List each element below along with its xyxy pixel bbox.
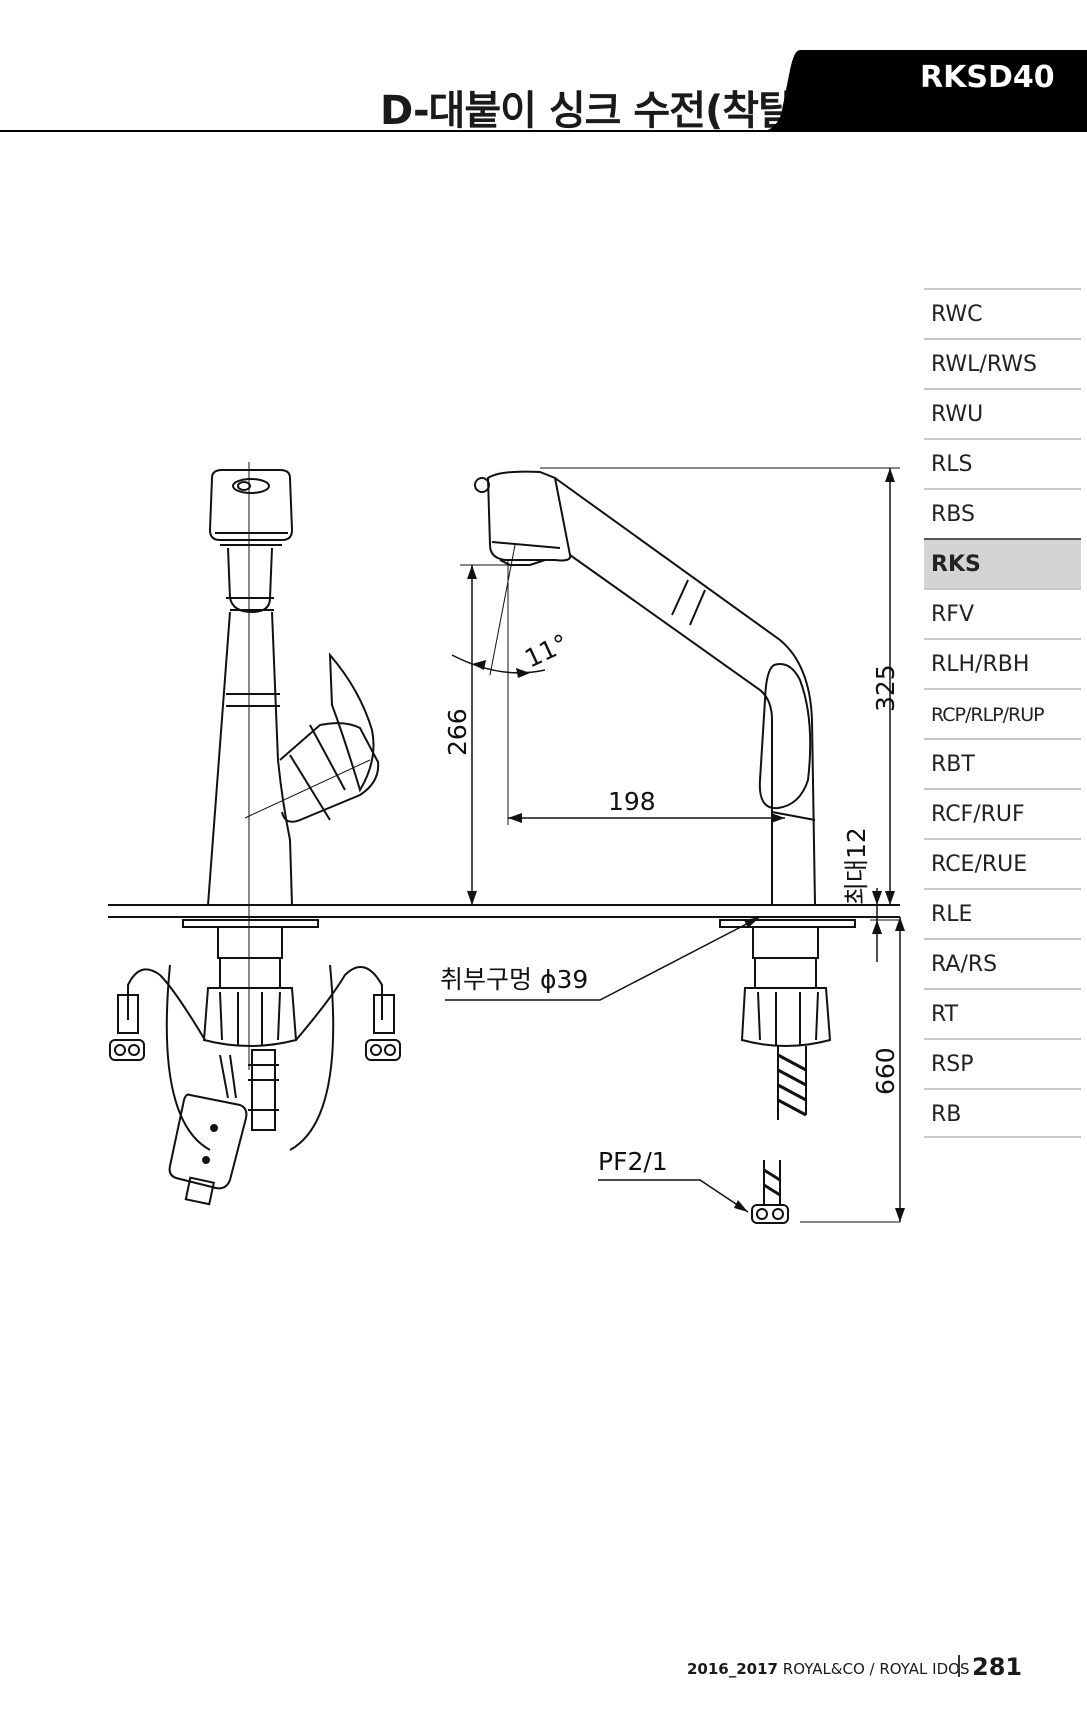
thread-label: PF2/1: [598, 1147, 668, 1176]
series-nav-item[interactable]: RWL/RWS: [924, 338, 1081, 388]
side-spout-arm: [554, 477, 816, 906]
footer-brand: ROYAL&CO / ROYAL IDOS: [782, 1660, 970, 1678]
side-flange: [719, 919, 856, 928]
series-nav-item[interactable]: RLS: [924, 438, 1081, 488]
model-tab: [760, 50, 1087, 132]
dim-max12-label: 최대12: [842, 827, 871, 905]
series-nav-item[interactable]: RSP: [924, 1038, 1081, 1088]
left-fitting: [117, 994, 139, 1034]
series-nav-item[interactable]: RB: [924, 1088, 1081, 1138]
page-title: D-대붙이 싱크 수전(착탈식): [380, 88, 848, 134]
series-nav-item[interactable]: RLH/RBH: [924, 638, 1081, 688]
footer-text: 2016_2017 ROYAL&CO / ROYAL IDOS: [687, 1660, 969, 1678]
dim-266-label: 266: [443, 708, 472, 756]
right-fitting: [373, 994, 395, 1034]
mount-hole-leader: [445, 916, 761, 1001]
dim-198-label: 198: [608, 787, 656, 816]
dim-angle-arc: [451, 654, 546, 674]
footer-year: 2016_2017: [687, 1660, 778, 1678]
dim-325-label: 325: [871, 664, 900, 712]
thread-leader: [598, 1179, 749, 1213]
dim-660-label: 660: [871, 1047, 900, 1095]
series-nav-item[interactable]: RT: [924, 988, 1081, 1038]
series-nav-item[interactable]: RCE/RUE: [924, 838, 1081, 888]
front-flange: [182, 919, 319, 928]
front-handle: [279, 722, 380, 823]
page-number: 281: [972, 1653, 1023, 1681]
front-spray-head: [208, 469, 294, 541]
braided-hose: [777, 1046, 807, 1120]
model-code: RKSD40: [920, 60, 1055, 95]
series-nav-item[interactable]: RCP/RLP/RUP: [924, 688, 1081, 738]
front-hose-left: [127, 968, 206, 1041]
series-nav-item[interactable]: RCF/RUF: [924, 788, 1081, 838]
front-hose-right: [295, 966, 383, 1041]
side-handle: [758, 663, 812, 810]
side-nut: [752, 928, 819, 959]
front-nut: [217, 928, 283, 959]
series-nav-item[interactable]: RWU: [924, 388, 1081, 438]
mount-hole-label: 취부구멍 ϕ39: [440, 965, 588, 994]
counterweight: [168, 1093, 248, 1190]
series-nav-item[interactable]: RKS: [924, 538, 1081, 588]
side-view: [445, 467, 901, 1224]
series-nav-item[interactable]: RFV: [924, 588, 1081, 638]
dim-angle-label: 11°: [520, 628, 572, 673]
series-nav-item[interactable]: RWC: [924, 288, 1081, 338]
front-body: [207, 611, 293, 906]
front-neck: [227, 547, 273, 614]
center-connector: [251, 1049, 276, 1131]
series-nav-item[interactable]: RBT: [924, 738, 1081, 788]
side-spray-head: [486, 470, 572, 562]
header-rule: [0, 130, 800, 132]
front-lock-nut: [202, 987, 298, 1047]
series-nav-item[interactable]: RA/RS: [924, 938, 1081, 988]
footer-separator: [958, 1655, 960, 1677]
front-view: [109, 462, 401, 1206]
side-lock-nut: [740, 987, 832, 1047]
series-nav-item[interactable]: RLE: [924, 888, 1081, 938]
series-nav-item[interactable]: RBS: [924, 488, 1081, 538]
